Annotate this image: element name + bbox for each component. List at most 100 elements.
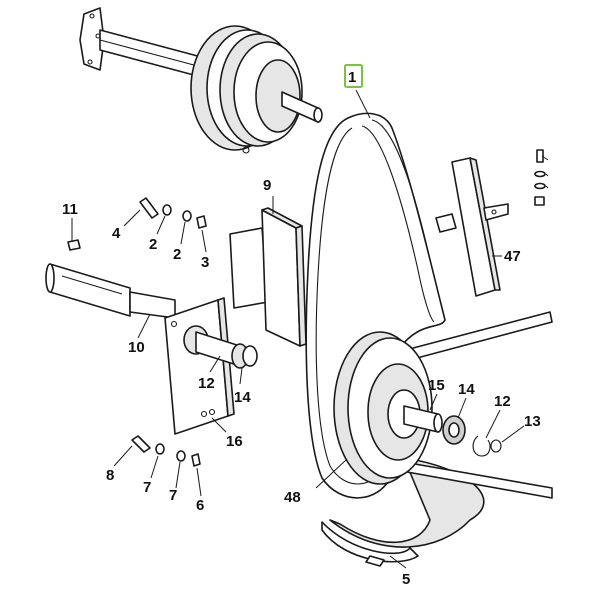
bracket-47 — [435, 157, 509, 297]
leader-2a — [156, 215, 166, 235]
leader-12b — [485, 409, 501, 439]
belt-guard-5-back — [329, 457, 485, 548]
leader-4 — [123, 209, 141, 227]
bearing-14-bore — [448, 422, 460, 438]
leader-5 — [389, 555, 407, 569]
top-drive-shaft-assembly — [79, 7, 323, 154]
jackshaft-tube — [49, 263, 131, 317]
callout-4: 4 — [112, 225, 121, 242]
washer-icon — [534, 170, 546, 178]
belt-ridge — [371, 119, 431, 261]
flange-bolt-hole — [87, 59, 93, 65]
jackshaft-line — [61, 275, 123, 295]
callout-2a: 2 — [149, 236, 157, 253]
callout-6: 6 — [196, 497, 204, 514]
washer-icon — [176, 450, 186, 462]
callout-12b: 12 — [494, 393, 511, 410]
bracket-47-hole — [491, 209, 497, 215]
belt-guard-5-tab — [365, 555, 385, 567]
callout-47: 47 — [504, 248, 521, 265]
callout-5: 5 — [402, 571, 410, 588]
jackshaft-neck — [129, 291, 176, 319]
guard-front-plate — [261, 209, 301, 347]
callout-10: 10 — [128, 339, 145, 356]
washer-icon — [155, 443, 165, 455]
top-right-hardware — [534, 149, 546, 206]
leader-7b — [175, 461, 181, 489]
washer-icon — [162, 204, 172, 216]
nut-icon — [191, 453, 201, 467]
guard-side-edge — [295, 225, 307, 347]
shaft-flange — [79, 7, 105, 71]
bolt-icon — [139, 197, 159, 219]
lower-left-hardware — [131, 435, 201, 467]
spacer-end — [433, 413, 443, 433]
callout-labels: 1 9 11 4 2 2 3 10 12 14 16 8 7 7 6 47 15… — [62, 69, 541, 588]
belt-guard-5-lip — [321, 521, 419, 563]
callout-9: 9 — [263, 177, 271, 194]
o-ring-13 — [490, 439, 502, 453]
flange-bolt-hole — [89, 13, 95, 19]
snap-ring-12 — [472, 435, 491, 457]
pulley-hub — [255, 59, 301, 133]
leader-48 — [315, 459, 347, 489]
bracket-47-foot — [435, 213, 457, 233]
callout-12a: 12 — [198, 375, 215, 392]
bracket-hole — [200, 410, 208, 418]
callout-11: 11 — [62, 201, 78, 218]
leader-6 — [196, 467, 202, 497]
callout-15: 15 — [428, 377, 445, 394]
lower-pulley-assembly — [321, 311, 553, 567]
belt-guard-9 — [229, 207, 307, 347]
leader-2b — [180, 221, 186, 245]
leader-3 — [201, 229, 207, 253]
callout-48: 48 — [284, 489, 301, 506]
callout-3: 3 — [201, 254, 209, 271]
belt-inner-edge — [315, 127, 385, 485]
bracket-hole — [170, 320, 178, 328]
leader-8 — [113, 445, 133, 467]
pulley-bolt — [242, 146, 250, 154]
bolt-icon — [131, 435, 151, 453]
leader-14b — [457, 397, 467, 419]
callout-2b: 2 — [173, 246, 181, 263]
leader-10 — [137, 313, 151, 339]
grease-fitting-icon — [67, 239, 81, 251]
nut-icon — [196, 215, 207, 229]
leader-tr3 — [545, 185, 549, 189]
callout-14a: 14 — [234, 389, 251, 406]
leader-tr1 — [541, 155, 549, 161]
bracket-hole — [208, 408, 216, 416]
callout-8: 8 — [106, 467, 114, 484]
bracket-47-edge — [469, 157, 501, 291]
leader-14a — [239, 367, 243, 385]
leader-13 — [501, 425, 525, 443]
jackshaft-assembly — [45, 263, 258, 435]
leader-tr2 — [545, 173, 549, 177]
jackshaft-end — [45, 263, 55, 293]
callout-14b: 14 — [458, 381, 475, 398]
callout-1: 1 — [348, 69, 356, 86]
upper-left-hardware — [67, 197, 207, 251]
belt-inner-edge-right — [361, 125, 435, 323]
stub-end — [313, 107, 323, 123]
washer-icon — [182, 210, 192, 222]
callout-7a: 7 — [143, 479, 151, 496]
nut-icon — [534, 196, 545, 206]
shaft-tube-line — [99, 39, 206, 69]
hex-bolt-icon — [536, 149, 544, 163]
leader-1 — [355, 89, 371, 119]
callout-7b: 7 — [169, 487, 177, 504]
leader-7a — [150, 455, 159, 479]
callout-highlight-box — [344, 64, 363, 88]
leader-lines — [71, 89, 549, 569]
shaft-end — [242, 345, 258, 367]
leader-15 — [429, 393, 438, 411]
leader-12a — [209, 355, 221, 373]
callout-16: 16 — [226, 433, 243, 450]
mount-bracket-plate — [164, 299, 229, 435]
washer-icon — [534, 182, 546, 190]
callout-13: 13 — [524, 413, 541, 430]
leader-16 — [211, 417, 227, 433]
